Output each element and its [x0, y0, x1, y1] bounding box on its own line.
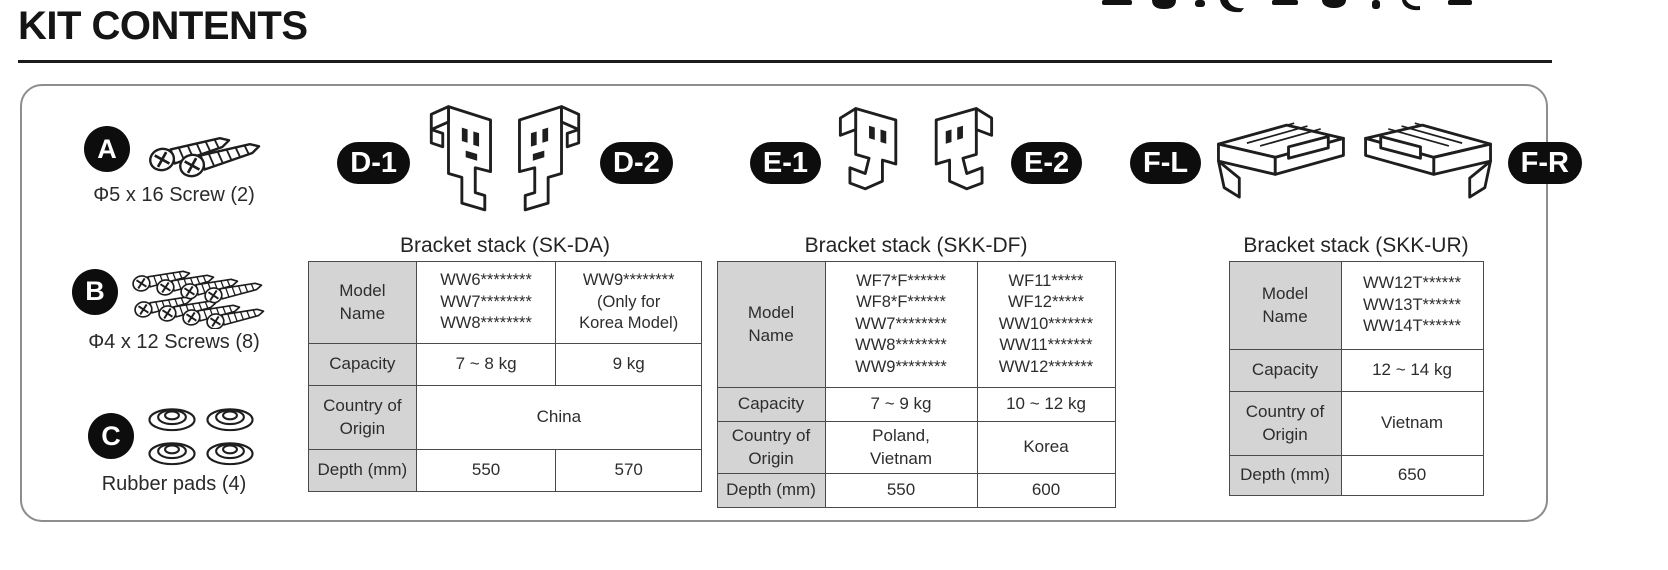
- rubber-pads-icon: [148, 408, 254, 466]
- screw-set-icon: [130, 264, 266, 329]
- bracket-d1-icon: [416, 100, 502, 226]
- bracket-d2-icon: [508, 100, 594, 226]
- row-header-depth: Depth (mm): [716, 473, 826, 508]
- depth-d2: 570: [555, 449, 702, 492]
- badge-f-r: F-R: [1507, 141, 1582, 185]
- capacity-e2: 10 ~ 12 kg: [976, 387, 1116, 422]
- model-names-e1: WF7*F****** WF8*F****** WW7******** WW8*…: [824, 261, 978, 388]
- row-header-capacity: Capacity: [1228, 349, 1342, 392]
- row-capacity: Capacity 7 ~ 9 kg 10 ~ 12 kg: [716, 387, 1116, 422]
- group-head-d: D-1 D-2: [337, 94, 673, 232]
- group-title-sk-da: Bracket stack (SK-DA): [399, 234, 611, 257]
- model-names-d2: WW9******** (Only for Korea Model): [555, 261, 702, 344]
- row-header-depth: Depth (mm): [1228, 455, 1342, 496]
- model-names-e2: WF11***** WF12***** WW10******* WW11****…: [976, 261, 1116, 388]
- badge-d-2: D-2: [600, 141, 673, 185]
- capacity-d2: 9 kg: [555, 343, 702, 386]
- bracket-fr-icon: [1358, 115, 1500, 211]
- bracket-fl-icon: [1209, 115, 1351, 211]
- part-badge-c: C: [88, 413, 134, 459]
- row-model: Model Name WW12T****** WW13T****** WW14T…: [1228, 261, 1484, 350]
- spec-table-skk-ur: Model Name WW12T****** WW13T****** WW14T…: [1228, 261, 1484, 496]
- capacity-e1: 7 ~ 9 kg: [824, 387, 978, 422]
- bracket-group-sk-da: D-1 D-2 Bracket stack (SK-DA) Model Name…: [308, 94, 703, 510]
- badge-d-1: D-1: [337, 141, 410, 185]
- row-model: Model Name WW6******** WW7******** WW8**…: [308, 261, 702, 344]
- group-title-skk-df: Bracket stack (SKK-DF): [804, 234, 1028, 257]
- row-header-model: Model Name: [716, 261, 826, 388]
- fasteners-column: A Φ5 x 16 Screw (2) B: [46, 94, 294, 510]
- badge-f-l: F-L: [1130, 141, 1202, 185]
- group-title-skk-ur: Bracket stack (SKK-UR): [1243, 234, 1469, 257]
- origin-e2: Korea: [976, 421, 1116, 474]
- group-head-f: F-L F-R: [1130, 94, 1582, 232]
- row-origin: Country of Origin Vietnam: [1228, 391, 1484, 456]
- part-badge-b: B: [72, 268, 118, 315]
- part-item-c: C Rubber pads (4): [54, 401, 294, 496]
- bracket-e2-icon: [919, 100, 1005, 226]
- part-label-c: Rubber pads (4): [101, 473, 247, 495]
- page-title: KIT CONTENTS: [18, 4, 308, 48]
- origin-e1: Poland, Vietnam: [824, 421, 978, 474]
- row-header-origin: Country of Origin: [1228, 391, 1342, 456]
- row-capacity: Capacity 12 ~ 14 kg: [1228, 349, 1484, 392]
- kit-contents-box: A Φ5 x 16 Screw (2) B: [20, 84, 1582, 522]
- row-header-model: Model Name: [308, 261, 417, 344]
- row-header-capacity: Capacity: [716, 387, 826, 422]
- spec-table-sk-da: Model Name WW6******** WW7******** WW8**…: [308, 261, 703, 492]
- capacity-d1: 7 ~ 8 kg: [415, 343, 557, 386]
- depth-e1: 550: [824, 473, 978, 508]
- row-capacity: Capacity 7 ~ 8 kg 9 kg: [308, 343, 702, 386]
- depth-e2: 600: [976, 473, 1116, 508]
- part-label-b: Φ4 x 12 Screws (8): [88, 330, 260, 353]
- row-header-origin: Country of Origin: [716, 421, 826, 474]
- origin-f: Vietnam: [1340, 391, 1484, 456]
- spec-table-skk-df: Model Name WF7*F****** WF8*F****** WW7**…: [716, 261, 1116, 508]
- cropped-text-artifact: [1102, 0, 1472, 13]
- row-origin: Country of Origin China: [308, 385, 703, 450]
- row-header-origin: Country of Origin: [308, 385, 417, 450]
- model-names-f: WW12T****** WW13T****** WW14T******: [1340, 261, 1484, 350]
- model-names-d1: WW6******** WW7******** WW8********: [415, 261, 557, 344]
- row-model: Model Name WF7*F****** WF8*F****** WW7**…: [716, 261, 1116, 388]
- part-label-a: Φ5 x 16 Screw (2): [93, 184, 255, 206]
- part-item-a: A Φ5 x 16 Screw (2): [54, 116, 294, 207]
- row-header-depth: Depth (mm): [308, 449, 417, 492]
- row-depth: Depth (mm) 550 570: [308, 449, 702, 492]
- row-origin: Country of Origin Poland, Vietnam Korea: [716, 421, 1116, 474]
- row-header-capacity: Capacity: [308, 343, 417, 386]
- row-depth: Depth (mm) 550 600: [716, 473, 1116, 508]
- title-rule: [18, 60, 1552, 63]
- depth-f: 650: [1340, 455, 1484, 496]
- bracket-e1-icon: [827, 100, 913, 226]
- badge-e-1: E-1: [749, 141, 821, 185]
- group-head-e: E-1 E-2: [749, 94, 1083, 232]
- origin-d: China: [415, 385, 703, 450]
- capacity-f: 12 ~ 14 kg: [1340, 349, 1484, 392]
- bracket-group-skk-ur: F-L F-R Bracket stack (SKK-UR) Model Nam…: [1130, 94, 1582, 510]
- screw-pair-icon: [146, 128, 264, 181]
- row-header-model: Model Name: [1228, 261, 1342, 350]
- row-depth: Depth (mm) 650: [1228, 455, 1484, 496]
- bracket-group-skk-df: E-1 E-2 Bracket stack (SKK-DF) Model Nam…: [716, 94, 1116, 510]
- badge-e-2: E-2: [1011, 141, 1083, 185]
- part-badge-a: A: [84, 126, 130, 172]
- depth-d1: 550: [415, 449, 557, 492]
- part-item-b: B Φ4 x 12 Screws (8): [54, 255, 294, 354]
